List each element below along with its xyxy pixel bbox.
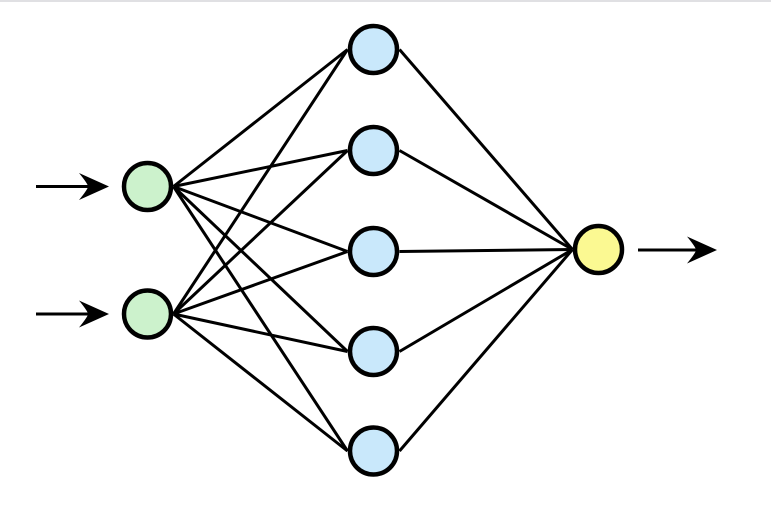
- input-arrow-2-head: [79, 300, 109, 328]
- output-arrow-head: [687, 236, 717, 264]
- input-node-2: [121, 288, 174, 340]
- edge-input2-hidden3: [172, 250, 349, 316]
- edge-hidden5-output1: [398, 248, 574, 452]
- edge-hidden4-output1: [398, 248, 574, 353]
- input-node-1: [121, 160, 174, 213]
- output-node-1: [572, 223, 625, 276]
- hidden-node-1: [347, 23, 400, 76]
- hidden-node-4: [347, 325, 400, 378]
- hidden-node-2: [347, 124, 400, 177]
- input-arrow-1-head: [79, 173, 109, 200]
- hidden-node-5: [347, 425, 400, 477]
- edge-hidden1-output1: [398, 48, 574, 251]
- edge-input2-hidden1: [172, 48, 349, 315]
- edge-input1-hidden3: [172, 185, 349, 253]
- edge-input2-hidden5: [172, 312, 349, 453]
- edge-hidden2-output1: [398, 149, 574, 251]
- edge-input2-hidden2: [172, 149, 349, 316]
- edge-input1-hidden1: [172, 48, 349, 188]
- top-divider-line: [0, 0, 771, 2]
- edge-input1-hidden2: [173, 149, 348, 188]
- edge-input1-hidden4: [172, 185, 349, 353]
- edge-hidden3-output1: [399, 248, 573, 253]
- edge-input1-hidden5: [172, 185, 349, 452]
- hidden-node-3: [347, 225, 400, 278]
- edge-input2-hidden4: [173, 312, 348, 353]
